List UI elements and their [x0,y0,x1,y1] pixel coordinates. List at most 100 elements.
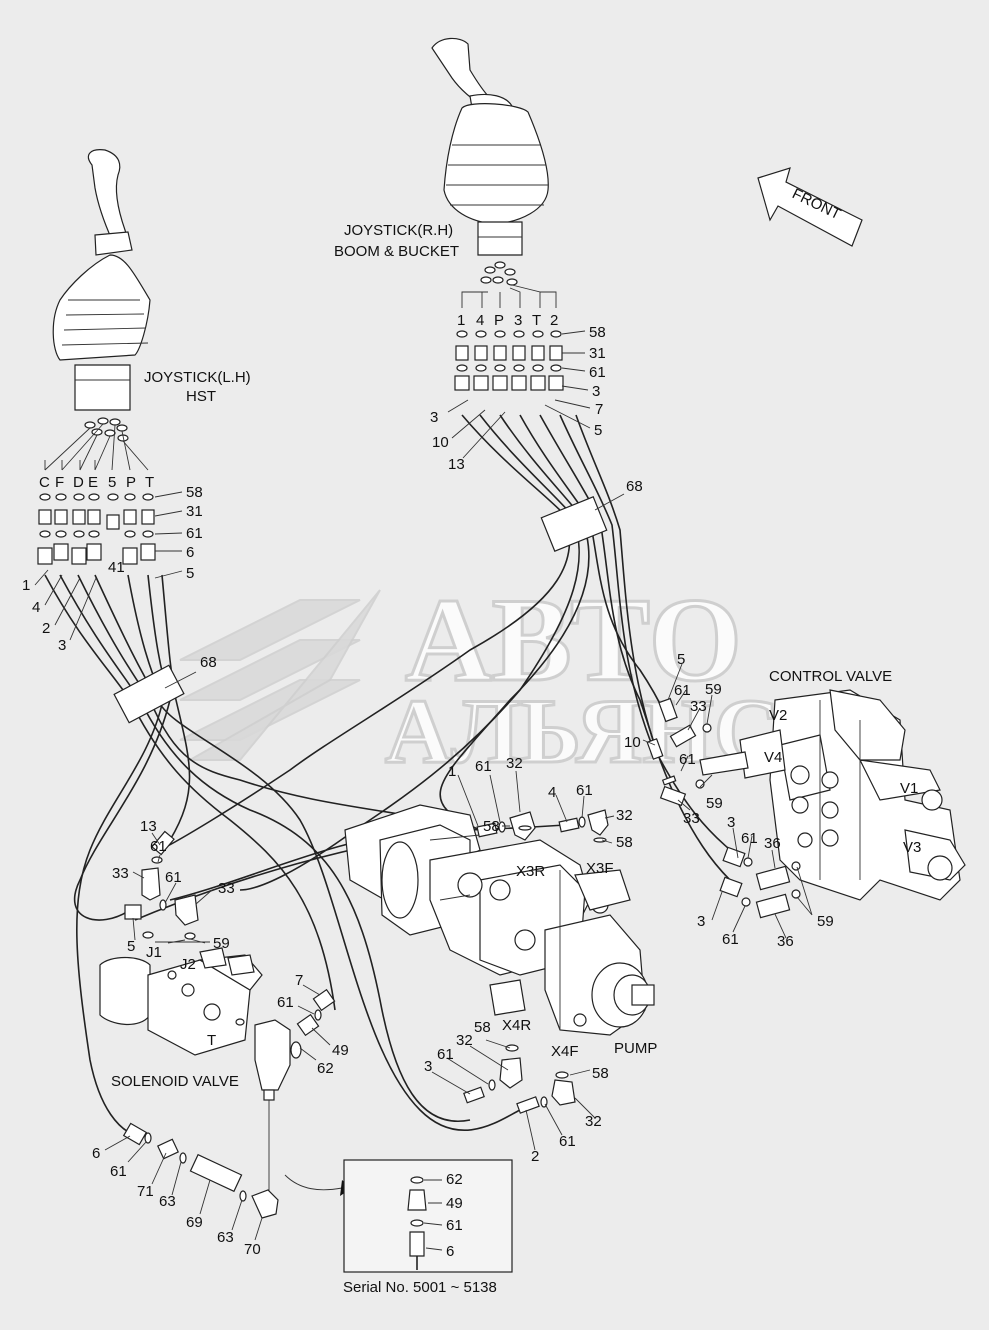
callout: 61 [110,1163,127,1180]
label-joystick-lh: JOYSTICK(L.H) [144,369,251,386]
callout: 61 [679,751,696,768]
inset-box [343,1159,513,1273]
callout: 3 [697,913,705,930]
callout: 7 [595,401,603,418]
callout: 2 [42,620,50,637]
callout: 4 [548,784,556,801]
callout: 61 [150,838,167,855]
port-v3: V3 [903,839,921,856]
callout: 36 [764,835,781,852]
callout: 6 [186,544,194,561]
label-joystick-lh-hst: HST [186,388,216,405]
callout: 10 [432,434,449,451]
label-pump: PUMP [614,1040,657,1057]
callout: 1 [448,763,456,780]
callout: 3 [430,409,438,426]
pump-callouts: 1 61 32 58 4 61 32 58 58 32 61 3 58 32 6… [424,755,633,1165]
callout: 13 [448,456,465,473]
lh-leaders [34,491,183,641]
joystick-rh [431,37,557,308]
callout: 33 [690,698,707,715]
callout: 3 [58,637,66,654]
lh-fittings [37,493,156,565]
callout: 61 [576,782,593,799]
callout: 3 [424,1058,432,1075]
port-x3f: X3F [586,860,614,877]
callout: 58 [483,818,500,835]
watermark-line1: АВТО [405,573,742,706]
watermark-line2: АЛЬЯНС [385,680,780,782]
port-x4f: X4F [551,1043,579,1060]
callout: 3 [727,814,735,831]
callout: 68 [626,478,643,495]
rh-port: 2 [550,312,558,329]
hose-band-rh [540,496,608,552]
callout: 61 [475,758,492,775]
pump-leaders [431,770,615,1151]
lh-port: D [73,474,84,491]
label-joystick-rh-boom: BOOM & BUCKET [334,243,459,260]
callout: 59 [706,795,723,812]
mid-fittings [296,988,336,1037]
inset-arrow [284,1174,343,1191]
callout: 69 [186,1214,203,1231]
port-j1: J1 [146,944,162,961]
callout: 10 [624,734,641,751]
callout: 70 [244,1241,261,1258]
hose-band-lh [113,664,185,724]
lh-port: F [55,474,64,491]
bottom-callouts: 6 61 71 63 69 63 70 [92,1145,261,1258]
callout: 13 [140,818,157,835]
port-t: T [207,1032,216,1049]
pump [344,804,655,1036]
left-callouts: 13 61 33 61 33 5 59 [112,818,235,955]
callout: 62 [446,1171,463,1188]
port-x4r: X4R [502,1017,531,1034]
callout: 59 [705,681,722,698]
callout: 61 [165,869,182,886]
callout: 61 [186,525,203,542]
rh-port: P [494,312,504,329]
callout: 68 [200,654,217,671]
callout: 58 [616,834,633,851]
callout: 1 [22,577,30,594]
callout: 33 [112,865,129,882]
front-arrow: FRONT [757,167,863,247]
callout: 59 [213,935,230,952]
callout: 32 [585,1113,602,1130]
lh-port: C [39,474,50,491]
callout: 61 [559,1133,576,1150]
callout: 31 [589,345,606,362]
callout: 5 [677,651,685,668]
rh-port: 4 [476,312,484,329]
lh-port: E [88,474,98,491]
cv-leaders [642,663,813,939]
cv-fittings [646,697,801,919]
rh-fittings [454,330,564,391]
callout: 7 [295,972,303,989]
callout: 6 [92,1145,100,1162]
pump-fittings [463,809,609,1114]
callout: 2 [531,1148,539,1165]
mid-leaders [297,984,331,1061]
callout: 33 [218,880,235,897]
rh-port: 1 [457,312,465,329]
port-v1: V1 [900,780,918,797]
callout: 71 [137,1183,154,1200]
bottom-fittings [122,1122,279,1219]
port-v2: V2 [769,707,787,724]
bottom-leaders [104,1135,263,1241]
solenoid-valve [99,947,302,1195]
callout: 58 [592,1065,609,1082]
callout: 5 [127,938,135,955]
callout: 49 [446,1195,463,1212]
callout: 49 [332,1042,349,1059]
callout: 61 [277,994,294,1011]
rh-leaders [447,330,591,459]
callout: 6 [446,1243,454,1260]
rh-port: T [532,312,541,329]
inset-callouts: 62 49 61 6 [446,1171,463,1260]
label-solenoid-valve: SOLENOID VALVE [111,1073,239,1090]
callout: 32 [616,807,633,824]
